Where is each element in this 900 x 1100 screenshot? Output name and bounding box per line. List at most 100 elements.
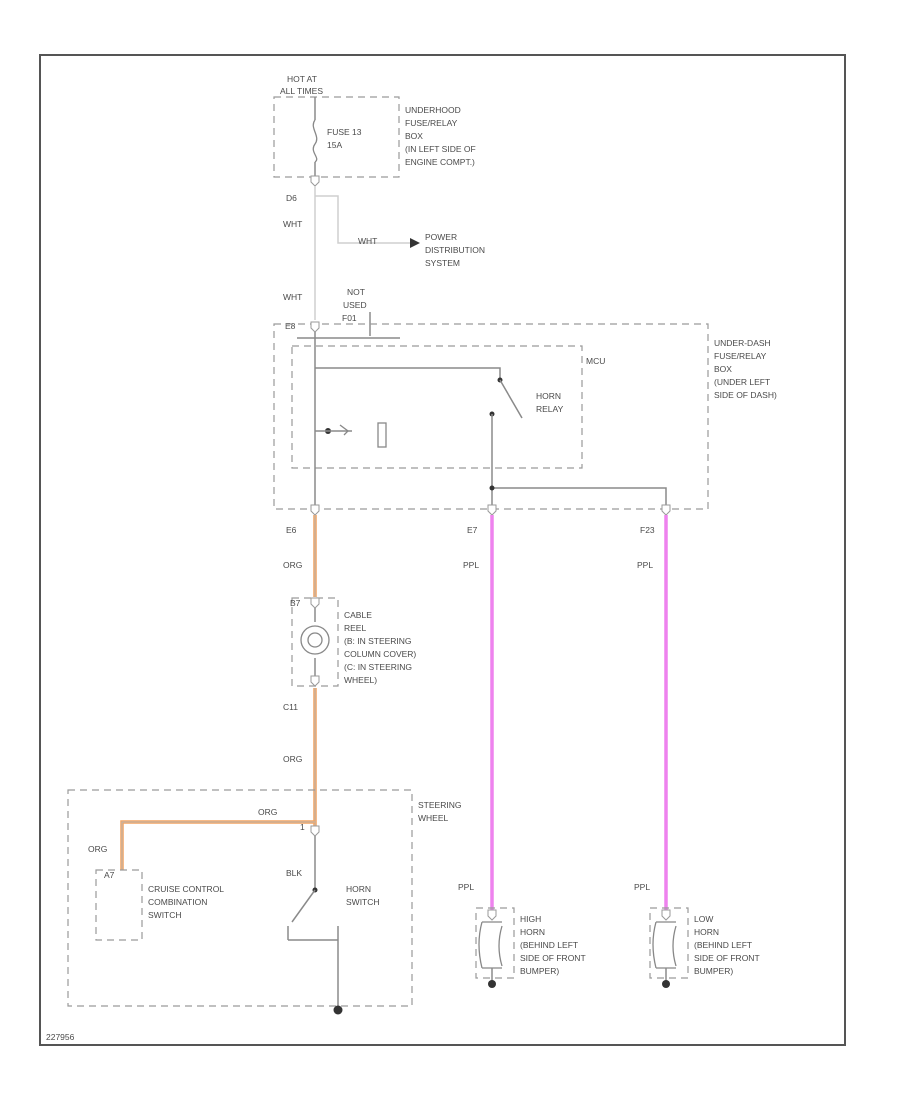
underhood-label-2: FUSE/RELAY [405, 118, 458, 128]
high-horn-box [475, 907, 515, 979]
connector-e7-pin [487, 504, 497, 516]
label-hot-1: HOT AT [287, 74, 317, 84]
junction-dot [489, 485, 495, 491]
low-horn-ground-icon [662, 980, 670, 988]
underhood-label-4: (IN LEFT SIDE OF [405, 144, 476, 154]
connector-1-pin [310, 825, 320, 837]
reference-code: 227956 [46, 1032, 75, 1042]
low-horn-label-5: BUMPER) [694, 966, 733, 976]
cable-reel-label-2: REEL [344, 623, 366, 633]
label-org-4: ORG [88, 844, 107, 854]
high-horn-label-1: HIGH [520, 914, 541, 924]
label-hot-2: ALL TIMES [280, 86, 323, 96]
diagram-frame [39, 54, 846, 1046]
low-horn-label-3: (BEHIND LEFT [694, 940, 752, 950]
underdash-fuse-box [273, 323, 709, 510]
low-horn-box [649, 907, 689, 979]
power-dist-label-1: POWER [425, 232, 457, 242]
power-dist-label-3: SYSTEM [425, 258, 460, 268]
connector-b7-pin [310, 597, 320, 609]
low-horn-pin [661, 909, 671, 921]
mcu-label: MCU [586, 356, 605, 366]
steering-label-2: WHEEL [418, 813, 449, 823]
power-dist-label-2: DISTRIBUTION [425, 245, 485, 255]
connector-e6-pin [310, 504, 320, 516]
steering-wheel-box [67, 789, 413, 1007]
label-pin-1: 1 [300, 822, 305, 832]
wire-low-horn-branch [492, 487, 667, 505]
cable-reel-label-4: COLUMN COVER) [344, 649, 416, 659]
label-f23: F23 [640, 525, 655, 535]
cruise-label-2: COMBINATION [148, 897, 207, 907]
underhood-label-1: UNDERHOOD [405, 105, 461, 115]
low-horn-label-4: SIDE OF FRONT [694, 953, 760, 963]
underdash-label-4: (UNDER LEFT [714, 377, 770, 387]
label-org-1: ORG [283, 560, 302, 570]
cable-reel-label-3: (B: IN STEERING [344, 636, 412, 646]
label-e7: E7 [467, 525, 478, 535]
connector-c11-pin [310, 675, 320, 687]
cable-reel-label-6: WHEEL) [344, 675, 377, 685]
label-org-3: ORG [258, 807, 277, 817]
connector-f23-pin [661, 504, 671, 516]
relay-coil-icon [377, 422, 387, 448]
horn-switch-label-1: HORN [346, 884, 371, 894]
fuse-label-2: 15A [327, 140, 342, 150]
label-d6: D6 [286, 193, 297, 203]
underdash-label-5: SIDE OF DASH) [714, 390, 777, 400]
underhood-label-3: BOX [405, 131, 423, 141]
label-a7: A7 [104, 870, 115, 880]
arrow-icon [410, 238, 420, 248]
wire-relay-feed [315, 367, 501, 378]
label-b7: B7 [290, 598, 301, 608]
label-wht-3: WHT [283, 292, 302, 302]
connector-d6-pin [310, 175, 320, 187]
high-horn-label-4: SIDE OF FRONT [520, 953, 586, 963]
connector-e8-pin [310, 321, 320, 333]
label-wht-1: WHT [283, 219, 302, 229]
not-used-label-1: NOT [347, 287, 365, 297]
not-used-label-2: USED [343, 300, 367, 310]
high-horn-icon [478, 921, 503, 969]
cruise-label-3: SWITCH [148, 910, 182, 920]
label-ppl-4: PPL [634, 882, 650, 892]
high-horn-label-3: (BEHIND LEFT [520, 940, 578, 950]
label-e6: E6 [286, 525, 297, 535]
label-f01: F01 [342, 313, 357, 323]
label-blk: BLK [286, 868, 302, 878]
label-org-2: ORG [283, 754, 302, 764]
high-horn-label-2: HORN [520, 927, 545, 937]
fuse-icon [312, 119, 318, 163]
underhood-label-5: ENGINE COMPT.) [405, 157, 475, 167]
ground-icon [333, 1005, 343, 1015]
underdash-label-3: BOX [714, 364, 732, 374]
label-ppl-3: PPL [458, 882, 474, 892]
label-e8: E8 [285, 321, 296, 331]
cable-reel-label-5: (C: IN STEERING [344, 662, 412, 672]
wire-org-cruise [120, 820, 315, 870]
underhood-fuse-box [273, 96, 400, 178]
label-c11: C11 [283, 702, 298, 712]
low-horn-label-2: HORN [694, 927, 719, 937]
relay-coil-symbol [339, 424, 349, 436]
relay-contact-arm [499, 379, 523, 419]
wire-wht-branch [315, 195, 415, 244]
high-horn-ground-icon [488, 980, 496, 988]
horn-switch-arm [291, 889, 316, 923]
low-horn-icon [652, 921, 677, 969]
cable-reel-inner-icon [307, 632, 323, 648]
steering-label-1: STEERING [418, 800, 461, 810]
cable-reel-label-1: CABLE [344, 610, 372, 620]
high-horn-label-5: BUMPER) [520, 966, 559, 976]
horn-relay-label-1: HORN [536, 391, 561, 401]
cruise-label-1: CRUISE CONTROL [148, 884, 224, 894]
cable-reel-outer-icon [300, 625, 330, 655]
label-wht-2: WHT [358, 236, 377, 246]
high-horn-pin [487, 909, 497, 921]
horn-relay-label-2: RELAY [536, 404, 564, 414]
cruise-switch-box [95, 869, 143, 941]
low-horn-label-1: LOW [694, 914, 713, 924]
underdash-label-2: FUSE/RELAY [714, 351, 767, 361]
underdash-label-1: UNDER-DASH [714, 338, 771, 348]
